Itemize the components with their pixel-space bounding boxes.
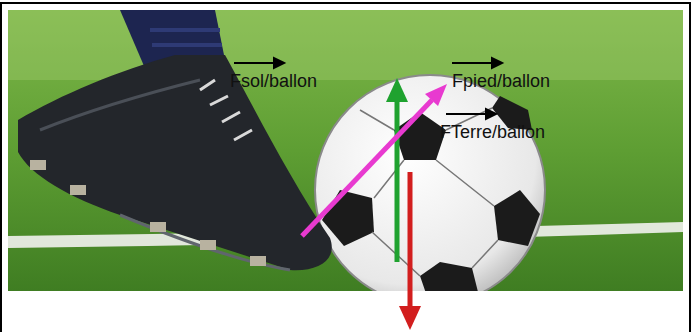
force-arrow-ground xyxy=(386,78,408,262)
football-boot xyxy=(18,10,332,270)
force-label: FTerre/ballon xyxy=(440,121,545,143)
frame-line xyxy=(0,3,2,332)
grass-blur xyxy=(8,10,683,80)
force-arrow-foot xyxy=(302,84,447,236)
force-label: Fsol/ballon xyxy=(230,70,317,92)
force-label: Fpied/ballon xyxy=(452,70,550,92)
photo xyxy=(8,10,683,291)
frame-line xyxy=(689,3,691,332)
force-name: Fsol/ballon xyxy=(230,71,317,91)
frame-line xyxy=(0,2,691,4)
force-arrow-earth xyxy=(399,172,421,330)
force-name: Fpied/ballon xyxy=(452,71,550,91)
force-name: FTerre/ballon xyxy=(440,122,545,142)
